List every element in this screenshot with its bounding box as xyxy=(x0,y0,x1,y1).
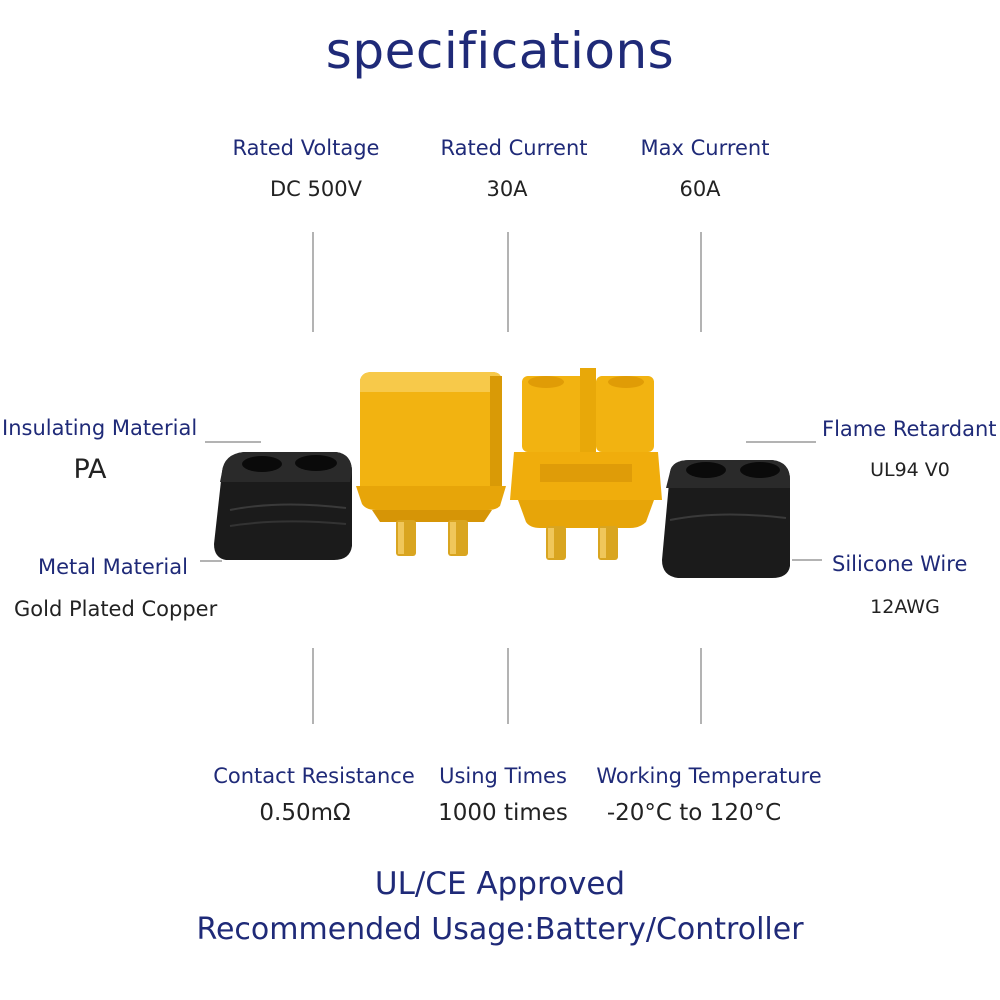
rated-voltage-leader xyxy=(312,232,314,332)
page-title: specifications xyxy=(325,22,675,80)
using-times-value: 1000 times xyxy=(438,800,568,826)
rated-current-label: Rated Current xyxy=(440,136,588,160)
using-times-label: Using Times xyxy=(439,764,567,788)
connector-set-illustration xyxy=(214,368,790,578)
usage-text: Recommended Usage:Battery/Controller xyxy=(196,912,804,947)
insulating-material-leader xyxy=(205,441,261,443)
contact-resistance-value: 0.50mΩ xyxy=(259,800,351,826)
rated-current-leader xyxy=(507,232,509,332)
metal-material-value: Gold Plated Copper xyxy=(14,597,218,621)
working-temperature-label: Working Temperature xyxy=(596,764,822,788)
silicone-wire-label: Silicone Wire xyxy=(832,552,968,576)
max-current-value: 60A xyxy=(679,177,721,201)
contact-resistance-label: Contact Resistance xyxy=(213,764,415,788)
max-current-leader xyxy=(700,232,702,332)
max-current-label: Max Current xyxy=(640,136,770,160)
contact-resistance-leader xyxy=(312,648,314,724)
female-connector xyxy=(510,368,662,560)
approval-text: UL/CE Approved xyxy=(374,866,626,902)
working-temperature-value: -20°C to 120°C xyxy=(606,800,782,826)
flame-retardant-label: Flame Retardant xyxy=(822,417,997,441)
left-black-cap xyxy=(214,452,352,560)
male-connector xyxy=(356,372,506,556)
rated-current-value: 30A xyxy=(486,177,528,201)
silicone-wire-leader xyxy=(792,559,822,561)
rated-voltage-label: Rated Voltage xyxy=(232,136,380,160)
metal-material-leader xyxy=(200,560,222,562)
right-black-cap xyxy=(662,460,790,578)
insulating-material-value: PA xyxy=(73,454,107,485)
using-times-leader xyxy=(507,648,509,724)
working-temperature-leader xyxy=(700,648,702,724)
flame-retardant-value: UL94 V0 xyxy=(870,459,950,481)
rated-voltage-value: DC 500V xyxy=(270,177,362,201)
metal-material-label: Metal Material xyxy=(38,555,188,579)
flame-retardant-leader xyxy=(746,441,816,443)
insulating-material-label: Insulating Material xyxy=(2,416,198,440)
silicone-wire-value: 12AWG xyxy=(870,596,940,618)
